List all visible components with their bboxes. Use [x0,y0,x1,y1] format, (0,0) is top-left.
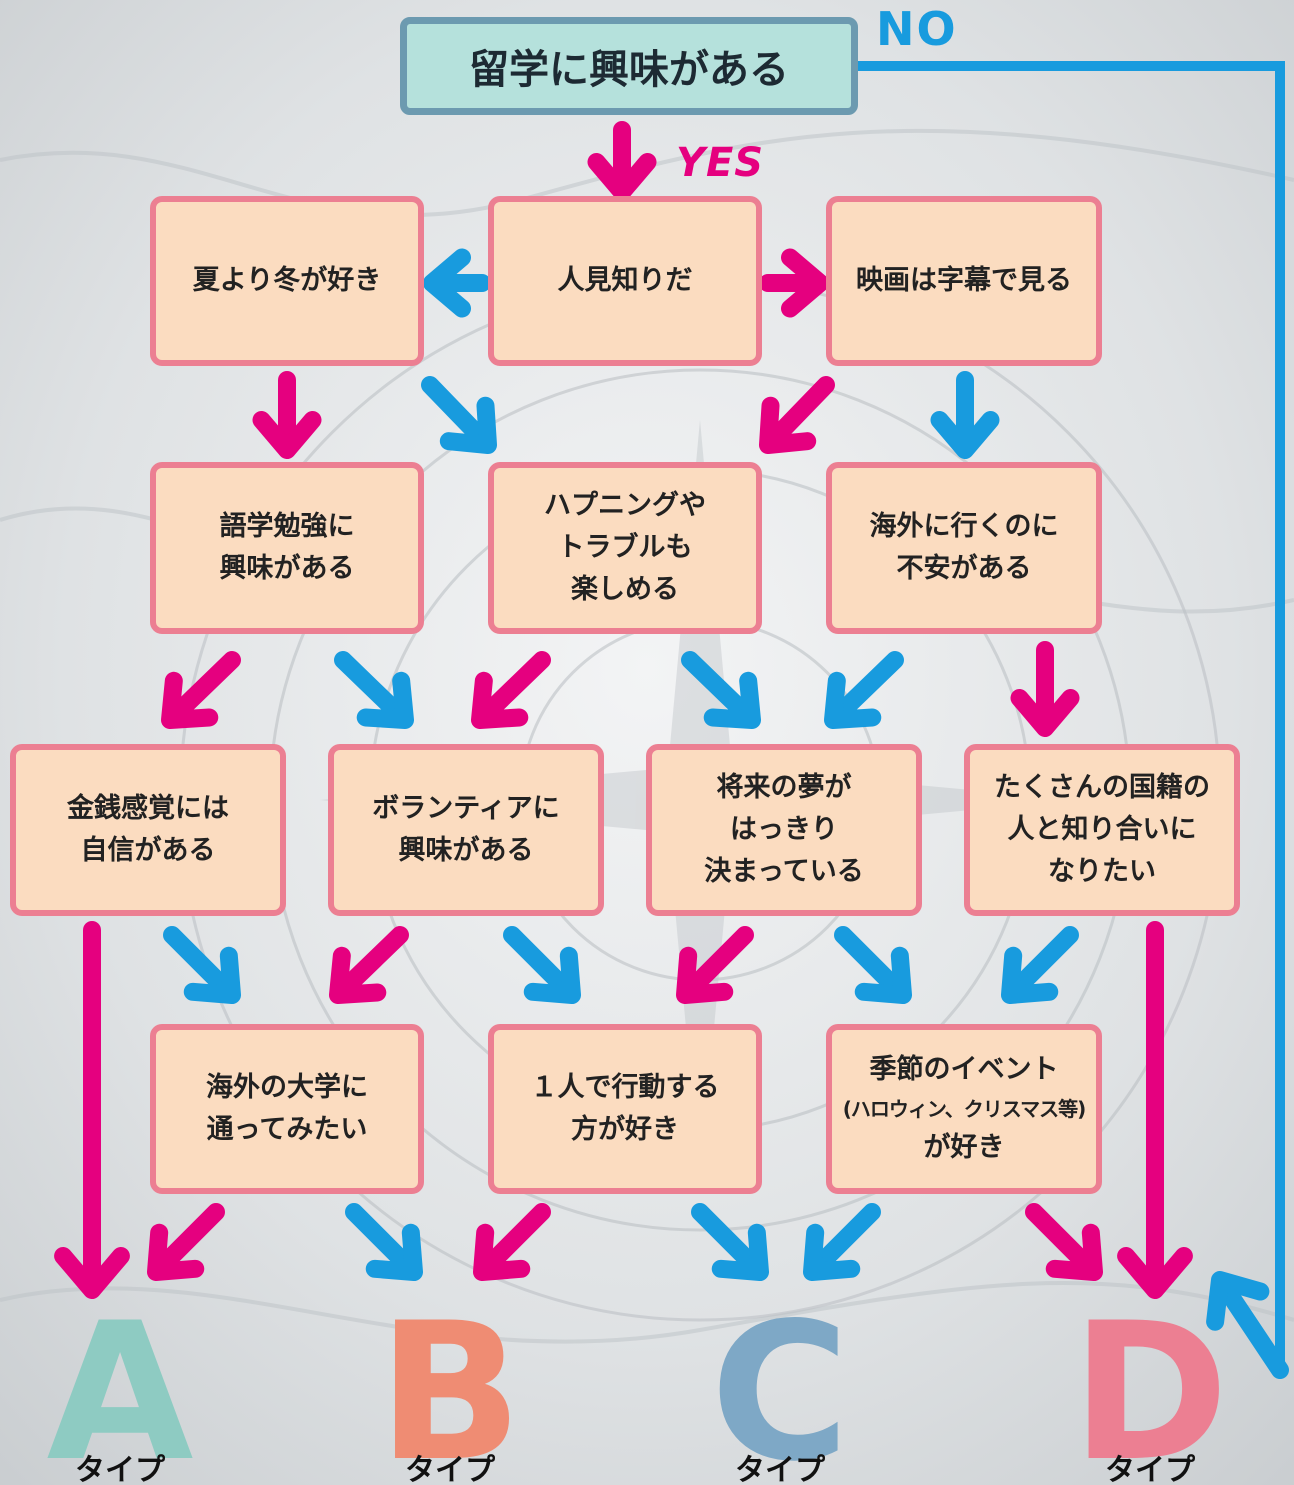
q-prefer-acting-alone: １人で行動する 方が好き [488,1024,762,1194]
type-b-letter: B [377,1282,523,1485]
q-winter-over-summer: 夏より冬が好き [150,196,424,366]
arrow-anxious-yes [1010,641,1080,737]
arrow-university-yes [147,1203,225,1281]
q-interested-language-study: 語学勉強に 興味がある [150,462,424,634]
seasonal-events-line1: 季節のイベント [869,1054,1059,1085]
arrow-events-no [803,1203,881,1281]
arrow-money-yes [54,921,130,1299]
yes-label: YES [676,140,765,186]
yes-arrow-start [587,121,657,201]
arrow-volunteer-yes [329,926,409,1004]
seasonal-events-line3: が好き [923,1132,1005,1163]
arrow-lang-yes [161,651,241,729]
type-b-caption: タイプ [405,1453,495,1485]
seasonal-events-line2: (ハロウィン、クリスマス等) [842,1097,1086,1121]
arrow-dream-no [834,926,912,1004]
arrow-dream-yes [676,926,754,1004]
q-meet-many-nationalities: たくさんの国籍の 人と知り合いに なりたい [964,744,1240,916]
arrow-trouble-no [681,651,761,729]
q-attend-foreign-university: 海外の大学に 通ってみたい [150,1024,424,1194]
no-path-line [858,61,1285,1370]
type-c-caption: タイプ [735,1453,825,1485]
type-d-letter: D [1071,1282,1229,1485]
type-c-letter: C [710,1282,850,1485]
q-confident-with-money: 金銭感覚には 自信がある [10,744,286,916]
q-clear-future-dream: 将来の夢が はっきり 決まっている [646,744,922,916]
q-interested-volunteering: ボランティアに 興味がある [328,744,604,916]
arrow-shy-yes [759,248,829,318]
start-question: 留学に興味がある [400,17,858,115]
arrow-nationalities-no [1001,926,1079,1004]
arrow-winter-no [421,376,497,454]
arrow-alone-no [691,1203,769,1281]
arrow-nationalities-yes [1117,921,1193,1299]
q-like-seasonal-events: 季節のイベント (ハロウィン、クリスマス等) が好き [826,1024,1102,1194]
q-enjoy-troubles: ハプニングや トラブルも 楽しめる [488,462,762,634]
q-watch-movies-subtitled: 映画は字幕で見る [826,196,1102,366]
arrow-winter-yes [252,371,322,459]
arrow-volunteer-no [503,926,581,1004]
arrow-university-no [345,1203,423,1281]
no-label: NO [876,2,958,56]
arrow-alone-yes [473,1203,551,1281]
type-d-caption: タイプ [1105,1453,1195,1485]
no-arrow-to-d [1206,1271,1289,1379]
arrow-lang-no [334,651,414,729]
arrow-trouble-yes [471,651,551,729]
arrow-money-no [163,926,241,1004]
arrow-movies-no [930,371,1000,459]
arrow-anxious-no [824,651,904,729]
arrow-events-yes [1025,1203,1103,1281]
type-a-caption: タイプ [75,1453,165,1485]
q-shy-with-strangers: 人見知りだ [488,196,762,366]
type-a-letter: A [46,1282,194,1485]
arrow-movies-yes [759,376,835,454]
arrow-shy-no [423,248,491,318]
q-anxious-going-abroad: 海外に行くのに 不安がある [826,462,1102,634]
